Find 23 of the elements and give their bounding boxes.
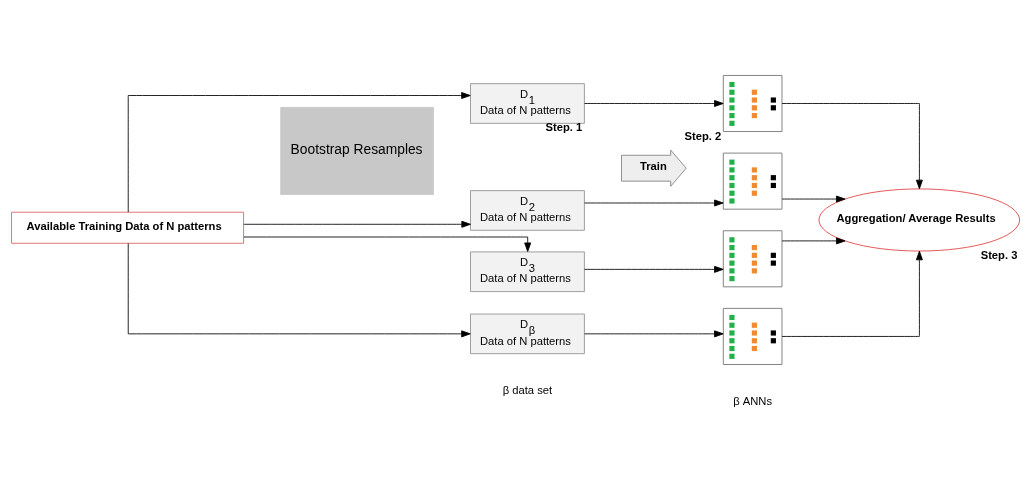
arrow (781, 195, 846, 202)
arrow (584, 99, 724, 107)
node-box: Available Training Data of N patterns (11, 211, 245, 244)
node-picture (722, 307, 783, 365)
arrow (584, 329, 724, 337)
arrow (243, 236, 532, 252)
arrow (584, 265, 724, 273)
arrow (127, 91, 471, 212)
node-label: Step. 3 (980, 248, 1018, 261)
arrow (781, 250, 923, 337)
arrow (781, 236, 846, 244)
arrow (243, 220, 471, 228)
node-ellipse: Aggregation/ Average Results (818, 188, 1021, 251)
arrow (584, 199, 724, 206)
node-picture (722, 229, 783, 287)
node-picture (722, 74, 783, 132)
node-box: Bootstrap Resamples (280, 106, 434, 195)
arrow (127, 242, 471, 337)
label: β ANNs (733, 394, 773, 407)
arrow (781, 102, 923, 189)
node-label: Step. 2 (684, 129, 722, 142)
label: β data set (502, 383, 553, 396)
node-picture (722, 152, 783, 210)
